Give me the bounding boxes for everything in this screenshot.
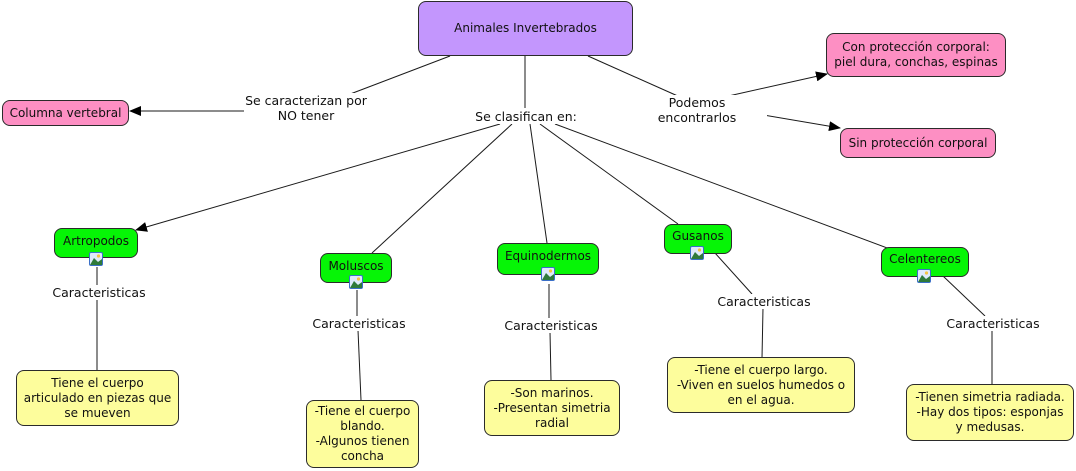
line-root-to-caracterizan bbox=[344, 55, 451, 97]
desc-node-celentereos-text: -Tienen simetria radiada. -Hay dos tipos… bbox=[915, 390, 1065, 434]
line-celentereos-caract bbox=[942, 275, 986, 317]
link-label-se-clasifican: Se clasifican en: bbox=[472, 109, 580, 124]
link-label-caracteristicas-celentereos: Caracteristicas bbox=[944, 316, 1042, 331]
image-icon[interactable] bbox=[89, 252, 103, 266]
line-equinodermos-desc bbox=[549, 331, 552, 381]
desc-node-moluscos[interactable]: -Tiene el cuerpo blando. -Algunos tienen… bbox=[306, 400, 419, 468]
line-to-moluscos bbox=[371, 123, 513, 254]
node-sin-proteccion-label: Sin protección corporal bbox=[848, 135, 988, 150]
node-con-proteccion-corporal[interactable]: Con protección corporal: piel dura, conc… bbox=[826, 33, 1006, 77]
desc-node-celentereos[interactable]: -Tienen simetria radiada. -Hay dos tipos… bbox=[906, 384, 1074, 441]
image-icon[interactable] bbox=[690, 246, 704, 260]
desc-node-gusanos[interactable]: -Tiene el cuerpo largo. -Viven en suelos… bbox=[667, 357, 855, 413]
desc-node-gusanos-text: -Tiene el cuerpo largo. -Viven en suelos… bbox=[676, 362, 846, 407]
desc-node-equinodermos-text: -Son marinos. -Presentan simetria radial bbox=[493, 385, 611, 430]
node-columna-vertebral[interactable]: Columna vertebral bbox=[2, 100, 129, 126]
root-node-label: Animales Invertebrados bbox=[454, 21, 597, 35]
group-node-artropodos-label: Artropodos bbox=[62, 233, 130, 248]
image-icon[interactable] bbox=[917, 269, 931, 283]
link-label-caracteristicas-artropodos: Caracteristicas bbox=[50, 285, 148, 300]
arrow-to-con-proteccion bbox=[723, 71, 828, 98]
line-gusanos-desc bbox=[761, 307, 764, 359]
node-con-proteccion-label: Con protección corporal: piel dura, conc… bbox=[834, 40, 998, 69]
group-node-gusanos-label: Gusanos bbox=[672, 228, 724, 243]
node-columna-vertebral-label: Columna vertebral bbox=[9, 105, 122, 120]
group-node-celentereos-label: Celentereos bbox=[889, 251, 961, 266]
image-icon[interactable] bbox=[541, 267, 555, 281]
line-root-to-podemos bbox=[587, 55, 681, 98]
line-to-celentereos bbox=[554, 123, 891, 250]
root-node-animales-invertebrados[interactable]: Animales Invertebrados bbox=[418, 1, 633, 56]
link-label-caracteristicas-gusanos: Caracteristicas bbox=[715, 294, 813, 309]
line-to-gusanos bbox=[539, 123, 679, 225]
link-label-se-caracterizan: Se caracterizan por NO tener bbox=[244, 93, 368, 123]
image-icon[interactable] bbox=[349, 275, 363, 289]
group-node-equinodermos-label: Equinodermos bbox=[504, 248, 592, 263]
node-sin-proteccion-corporal[interactable]: Sin protección corporal bbox=[840, 128, 996, 158]
desc-node-moluscos-text: -Tiene el cuerpo blando. -Algunos tienen… bbox=[314, 404, 411, 463]
link-label-podemos-encontrarlos: Podemos encontrarlos bbox=[627, 95, 767, 125]
line-gusanos-caract bbox=[714, 252, 753, 295]
link-label-caracteristicas-moluscos: Caracteristicas bbox=[310, 316, 408, 331]
line-to-equinodermos bbox=[529, 123, 548, 244]
desc-node-artropodos[interactable]: Tiene el cuerpo articulado en piezas que… bbox=[16, 370, 179, 426]
link-label-caracteristicas-equinodermos: Caracteristicas bbox=[502, 318, 600, 333]
arrow-to-artropodos bbox=[135, 123, 501, 232]
desc-node-artropodos-text: Tiene el cuerpo articulado en piezas que… bbox=[23, 375, 172, 420]
desc-node-equinodermos[interactable]: -Son marinos. -Presentan simetria radial bbox=[484, 380, 620, 436]
line-moluscos-desc bbox=[357, 329, 362, 401]
group-node-moluscos-label: Moluscos bbox=[328, 258, 384, 273]
